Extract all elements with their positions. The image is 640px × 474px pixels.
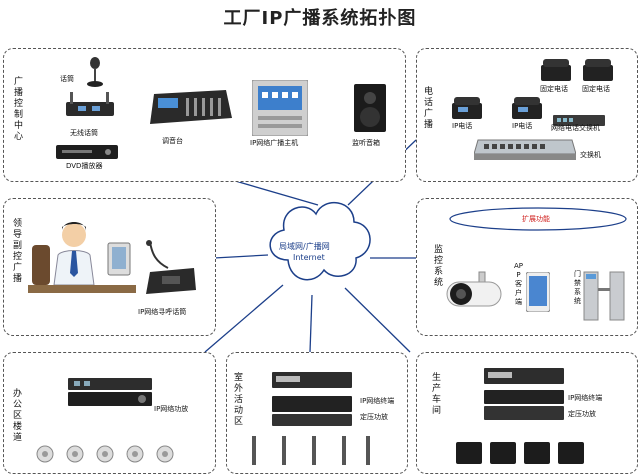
page-title: 工厂IP广播系统拓扑图 [223, 8, 417, 29]
switch-icon [473, 138, 577, 166]
microphone-icon [84, 56, 106, 92]
ceiling-speakers [34, 444, 184, 468]
panel-label: 室外活动区 [233, 373, 243, 427]
broadcast-host-label: IP网络广播主机 [250, 139, 299, 147]
switch-label: 交换机 [580, 151, 601, 159]
speaker-label: 监听音箱 [352, 139, 380, 147]
fixed-phone-label: 固定电话 [540, 85, 568, 93]
mixer-label: 调音台 [162, 137, 183, 145]
panel-label: 生产车间 [431, 373, 441, 416]
paging-mic-icon [138, 240, 198, 302]
panel-label: 领导副控广播 [12, 219, 22, 284]
wireless-mic-icon [62, 92, 118, 130]
network-amp-icon [68, 378, 152, 412]
app-label: APP客户端 [513, 262, 523, 306]
ip-phone-label: IP电话 [512, 122, 533, 130]
camera-icon [445, 270, 503, 318]
voltage-amp-label: 定压功放 [360, 413, 388, 421]
fixed-phone-label: 固定电话 [582, 85, 610, 93]
panel-monitoring: 监控系统 [416, 198, 638, 336]
fixed-phone-icon [541, 59, 571, 85]
pole-speakers [246, 434, 376, 469]
expand-ellipse [448, 206, 628, 236]
horn-speakers [450, 438, 590, 469]
gate-icon [582, 268, 626, 328]
gate-label: 门禁系统 [574, 270, 581, 305]
panel-label: 广播控制中心 [13, 77, 23, 142]
panel-label: 监控系统 [433, 245, 443, 288]
cloud-icon [258, 190, 376, 304]
cloud-label-2: Internet [293, 253, 325, 262]
paging-mic-label: IP网络寻呼话筒 [138, 308, 187, 316]
network-terminal-label: IP网络终端 [568, 394, 603, 402]
mixer-icon [148, 88, 234, 132]
fixed-phone-icon [583, 59, 613, 85]
expand-label: 扩展功能 [522, 215, 550, 223]
ip-phone-label: IP电话 [452, 122, 473, 130]
dvd-player-icon [56, 143, 118, 165]
wireless-mic-label: 无线话筒 [70, 129, 98, 137]
pbx-icon [553, 112, 605, 131]
panel-label: 办公区楼道 [12, 389, 22, 443]
ip-phone-icon [452, 97, 482, 123]
dvd-player-label: DVD播放器 [66, 162, 103, 170]
person-at-desk-icon [28, 215, 136, 303]
mic-label: 话筒 [60, 75, 74, 83]
ip-phone-icon [512, 97, 542, 123]
network-terminal-label: IP网络终端 [360, 397, 395, 405]
network-amp-label: IP网络功放 [154, 405, 189, 413]
voltage-amp-label: 定压功放 [568, 410, 596, 418]
pbx-label: 网络电话交换机 [551, 124, 600, 132]
panel-label: 电话广播 [423, 87, 433, 130]
broadcast-host-icon [251, 79, 309, 140]
cloud-label-1: 局域网/广播网 [279, 242, 330, 251]
network-terminal-icon [484, 368, 564, 426]
speaker-icon [354, 84, 386, 136]
tablet-icon [525, 271, 551, 316]
network-terminal-icon [272, 372, 352, 432]
